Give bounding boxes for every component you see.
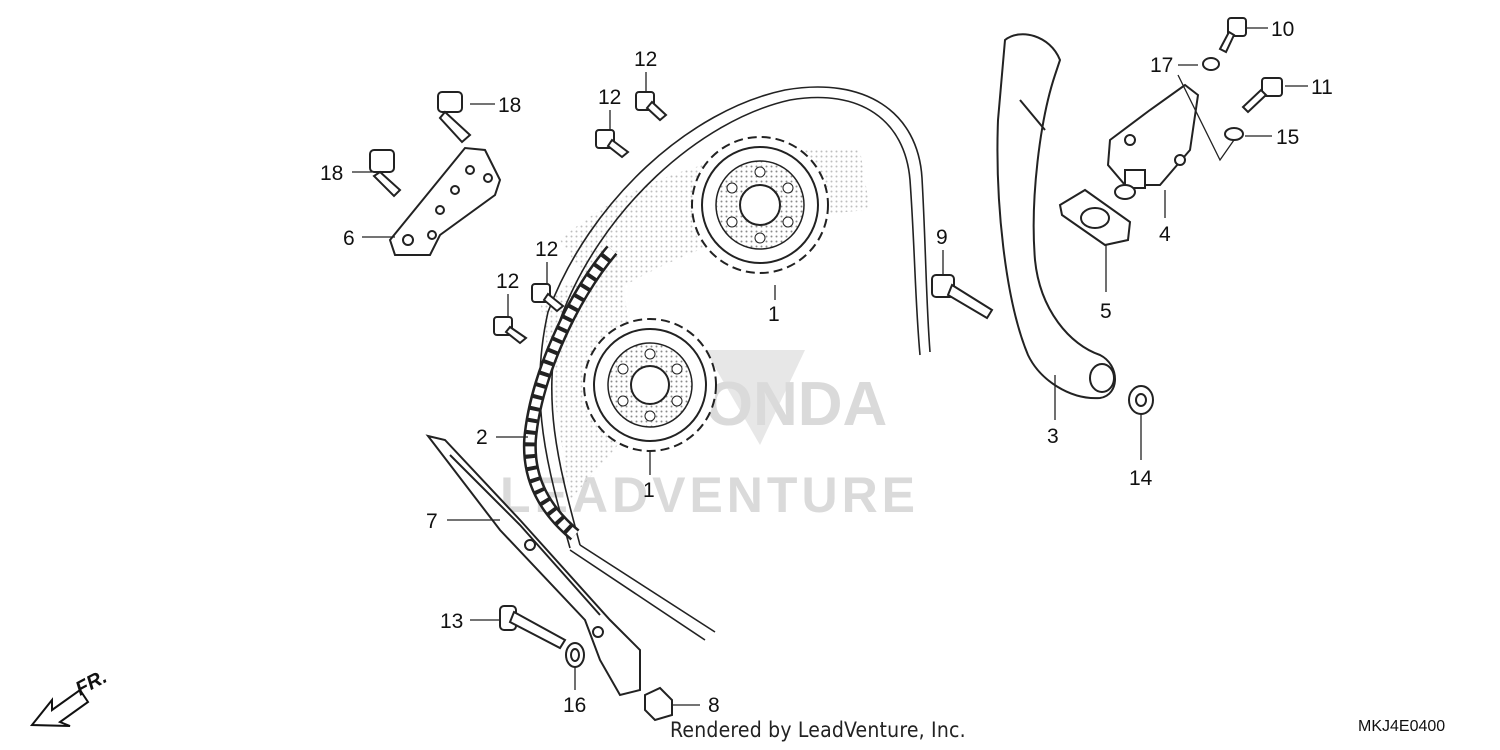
cam-sprocket-lower (583, 318, 717, 452)
callout-12-c: 12 (535, 238, 558, 261)
bolt-12-a (635, 91, 668, 122)
callout-11: 11 (1311, 76, 1333, 99)
callout-4: 4 (1159, 223, 1171, 246)
callout-9: 9 (936, 226, 948, 249)
bolt-13 (499, 605, 567, 650)
bolt-12-b (595, 129, 630, 159)
callout-8: 8 (708, 694, 720, 717)
watermark-wing-logo (705, 350, 805, 445)
bolt-12-c (531, 283, 565, 313)
bolt-18-left (369, 149, 402, 198)
render-credit: Rendered by LeadVenture, Inc. (670, 718, 966, 742)
callout-15: 15 (1276, 126, 1299, 149)
front-arrow-icon (29, 688, 90, 727)
tensioner-lifter (1106, 83, 1200, 200)
bolt-10 (1218, 17, 1247, 54)
washer-14 (1128, 385, 1154, 415)
washer-15 (1224, 127, 1244, 141)
cam-chain (522, 245, 618, 541)
washer-16 (565, 642, 585, 668)
cam-chain-guide (425, 434, 641, 697)
diagram-code: MKJ4E0400 (1358, 718, 1446, 735)
callout-16: 16 (563, 694, 586, 717)
callout-7: 7 (426, 510, 438, 533)
callout-3: 3 (1047, 425, 1059, 448)
washer-17 (1202, 57, 1220, 71)
callout-18-left: 18 (320, 162, 343, 185)
collar-8 (644, 686, 673, 722)
bolt-18-upper (437, 91, 472, 144)
bolt-11 (1241, 77, 1283, 114)
callout-5: 5 (1100, 300, 1112, 323)
callout-1-lower: 1 (643, 479, 655, 502)
callout-2: 2 (476, 426, 488, 449)
callout-14: 14 (1129, 467, 1153, 490)
callout-1-upper: 1 (768, 303, 780, 326)
callout-12-d: 12 (496, 270, 519, 293)
front-direction-indicator: FR. (29, 666, 111, 727)
bolt-9 (931, 274, 994, 320)
callout-12-a: 12 (634, 48, 657, 71)
callout-12-b: 12 (598, 86, 621, 109)
leader-lines (352, 27, 1308, 706)
callout-17: 17 (1150, 54, 1173, 77)
callout-labels: 1 1 2 3 4 5 6 7 8 9 10 11 12 12 12 12 13… (320, 18, 1333, 717)
cam-sprocket-upper (691, 136, 829, 274)
bolt-12-d (493, 316, 528, 345)
lifter-gasket (1058, 188, 1132, 247)
callout-10: 10 (1271, 18, 1294, 41)
chain-guide-bracket (388, 146, 502, 256)
tensioner-arm (996, 33, 1116, 400)
callout-6: 6 (343, 227, 355, 250)
callout-13: 13 (440, 610, 463, 633)
callout-18-upper: 18 (498, 94, 521, 117)
